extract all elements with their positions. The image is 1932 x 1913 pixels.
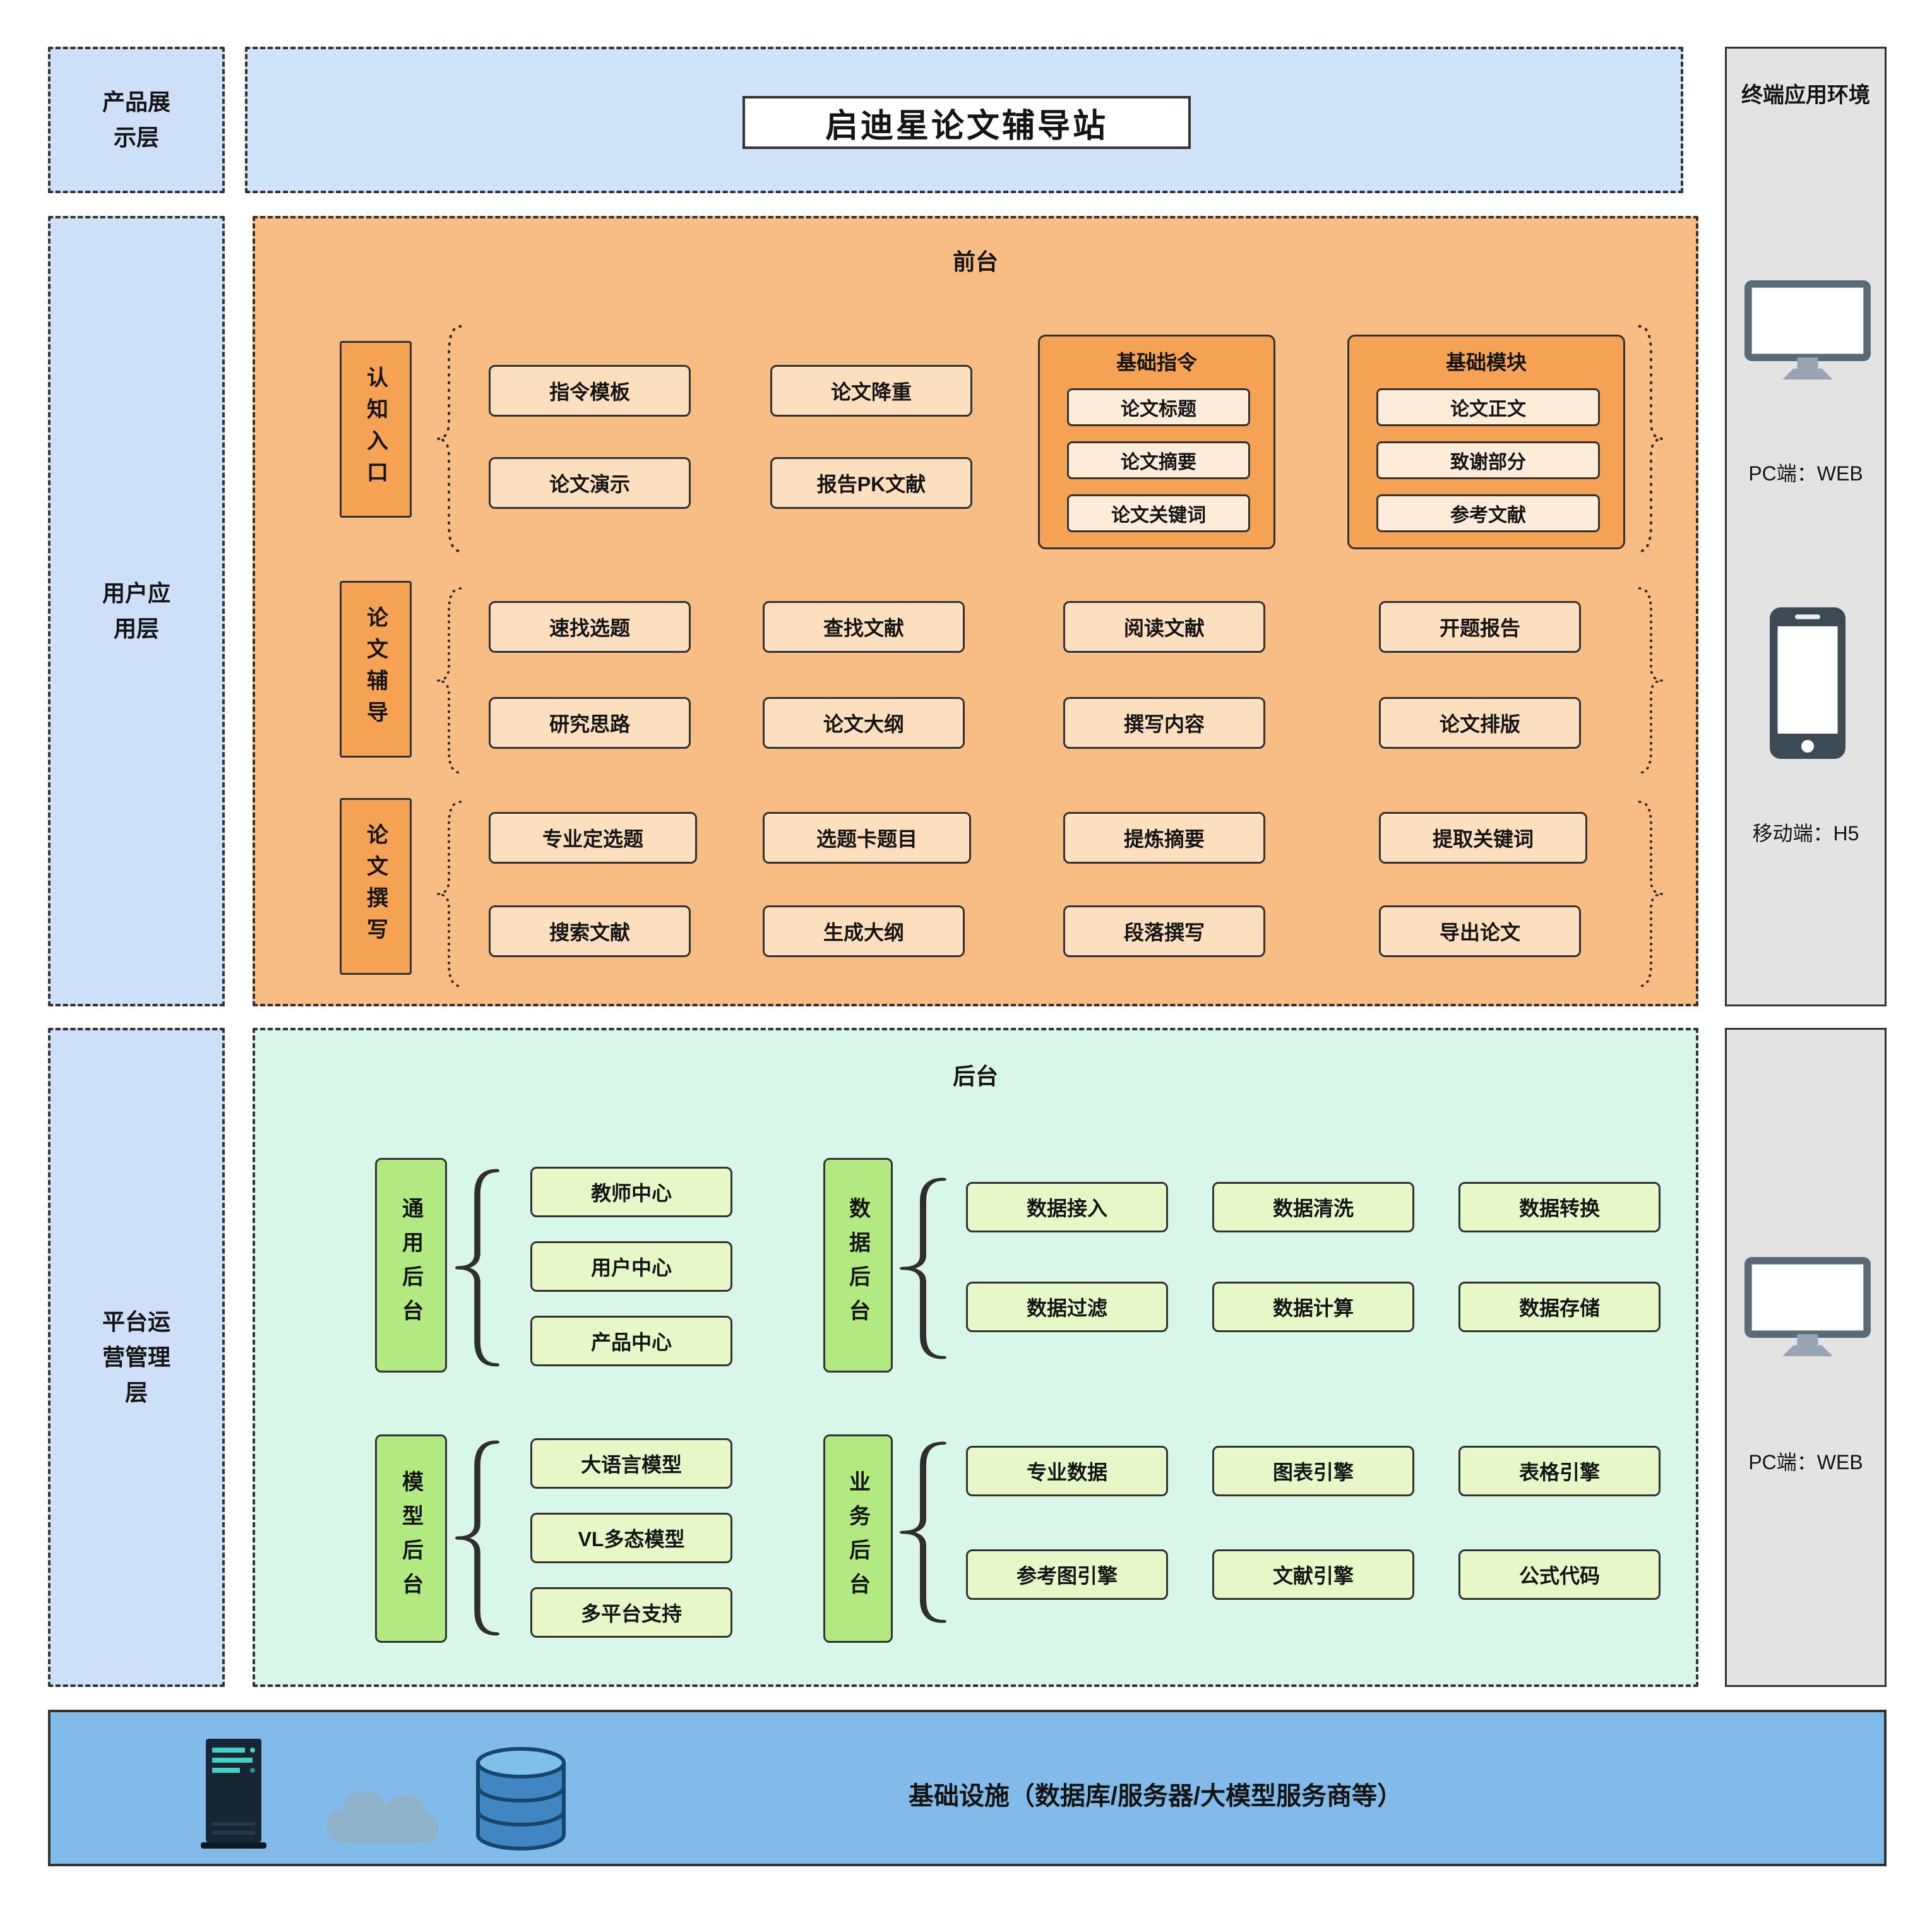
diagram-item: 论文排版 xyxy=(1379,697,1581,749)
diagram-item: 数据存储 xyxy=(1458,1282,1661,1332)
cloud-icon xyxy=(326,1791,439,1844)
group-item: 致谢部分 xyxy=(1376,441,1600,479)
backend-zone: 后台 通用后台 教师中心 用户中心 产品中心 数据后台 数据接入 数据清洗 数据… xyxy=(253,1028,1698,1687)
curly-brace xyxy=(1637,586,1666,775)
diagram-item: 速找选题 xyxy=(489,601,691,653)
group-title: 基础模块 xyxy=(1445,351,1527,374)
diagram-item: 指令模板 xyxy=(489,365,691,417)
curly-brace xyxy=(898,1441,948,1624)
group-basic-commands: 基础指令 论文标题 论文摘要 论文关键词 xyxy=(1038,335,1275,549)
category-label: 认知入口 xyxy=(340,341,412,518)
diagram-item: 生成大纲 xyxy=(763,905,965,957)
mobile-h5-label: 移动端：H5 xyxy=(1752,822,1859,845)
category-label: 模型后台 xyxy=(375,1434,447,1643)
diagram-item: 专业定选题 xyxy=(489,812,697,864)
terminal-env-panel: 终端应用环境 PC端：WEB 移动端：H5 xyxy=(1725,47,1887,1006)
group-item: 论文正文 xyxy=(1376,388,1600,426)
diagram-item: 查找文献 xyxy=(763,601,965,653)
diagram-item: 论文演示 xyxy=(489,457,691,509)
title-band: 启迪星论文辅导站 xyxy=(245,47,1683,193)
diagram-item: 提炼摘要 xyxy=(1063,812,1265,864)
pc-web-label: PC端：WEB xyxy=(1748,1451,1863,1474)
diagram-item: 报告PK文献 xyxy=(770,457,972,509)
diagram-item: 教师中心 xyxy=(530,1167,732,1217)
curly-brace xyxy=(453,1439,501,1636)
group-item: 论文关键词 xyxy=(1067,494,1250,532)
diagram-item: 搜索文献 xyxy=(489,905,691,957)
group-item: 参考文献 xyxy=(1376,494,1600,532)
diagram-item: 选题卡题目 xyxy=(763,812,971,864)
diagram-item: 数据接入 xyxy=(966,1182,1168,1232)
curly-brace xyxy=(434,799,463,989)
diagram-item: 导出论文 xyxy=(1379,905,1581,957)
frontend-zone: 前台 认知入口 指令模板 论文演示 论文降重 报告PK文献 基础指令 论文标题 … xyxy=(253,216,1698,1006)
category-label: 论文辅导 xyxy=(340,581,412,758)
layer-product-display: 产品展 示层 xyxy=(48,47,225,193)
diagram-item: 多平台支持 xyxy=(530,1587,732,1638)
layer-platform-operation: 平台运 营管理 层 xyxy=(48,1028,225,1687)
group-item: 论文摘要 xyxy=(1067,441,1250,479)
terminal-env-panel-bottom: PC端：WEB xyxy=(1725,1028,1887,1687)
curly-brace xyxy=(434,586,463,775)
diagram-item: 文献引擎 xyxy=(1212,1549,1414,1600)
page-title: 启迪星论文辅导站 xyxy=(742,96,1191,149)
layer-label: 产品展 示层 xyxy=(102,89,170,150)
group-title: 基础指令 xyxy=(1116,351,1197,374)
infrastructure-bar: 基础设施（数据库/服务器/大模型服务商等） xyxy=(48,1710,1887,1866)
layer-user-application: 用户应 用层 xyxy=(48,216,225,1006)
pc-web-label: PC端：WEB xyxy=(1748,462,1863,485)
category-label: 通用后台 xyxy=(375,1158,447,1373)
diagram-item: 开题报告 xyxy=(1379,601,1581,653)
diagram-item: 阅读文献 xyxy=(1063,601,1265,653)
category-label: 数据后台 xyxy=(823,1158,893,1373)
backend-zone-title: 后台 xyxy=(952,1063,998,1089)
curly-brace xyxy=(453,1168,501,1368)
monitor-icon xyxy=(1744,1256,1871,1357)
diagram-item: 公式代码 xyxy=(1458,1549,1661,1600)
diagram-item: 论文降重 xyxy=(770,365,972,417)
diagram-item: VL多态模型 xyxy=(530,1513,732,1563)
diagram-item: 参考图引擎 xyxy=(966,1549,1168,1600)
category-label: 业务后台 xyxy=(823,1434,893,1643)
diagram-item: 图表引擎 xyxy=(1212,1446,1414,1496)
group-basic-modules: 基础模块 论文正文 致谢部分 参考文献 xyxy=(1347,335,1625,549)
category-label: 论文撰写 xyxy=(340,798,412,975)
layer-label: 平台运 营管理 层 xyxy=(102,1309,170,1405)
curly-brace xyxy=(1637,799,1666,989)
diagram-item: 提取关键词 xyxy=(1379,812,1587,864)
diagram-item: 专业数据 xyxy=(966,1446,1168,1496)
curly-brace xyxy=(1637,323,1666,554)
diagram-item: 论文大纲 xyxy=(763,697,965,749)
frontend-zone-title: 前台 xyxy=(952,249,998,275)
infrastructure-label: 基础设施（数据库/服务器/大模型服务商等） xyxy=(908,1782,1403,1810)
curly-brace xyxy=(898,1177,948,1360)
diagram-item: 产品中心 xyxy=(530,1316,732,1366)
diagram-item: 段落撰写 xyxy=(1063,905,1265,957)
smartphone-icon xyxy=(1770,607,1846,759)
diagram-item: 数据计算 xyxy=(1212,1282,1414,1332)
env-title: 终端应用环境 xyxy=(1741,83,1870,107)
diagram-item: 数据清洗 xyxy=(1212,1182,1414,1232)
group-item: 论文标题 xyxy=(1067,388,1250,426)
diagram-item: 用户中心 xyxy=(530,1241,732,1292)
diagram-item: 撰写内容 xyxy=(1063,697,1265,749)
diagram-item: 数据过滤 xyxy=(966,1282,1168,1332)
diagram-item: 数据转换 xyxy=(1458,1182,1661,1232)
diagram-item: 表格引擎 xyxy=(1458,1446,1661,1496)
diagram-item: 研究思路 xyxy=(489,697,691,749)
server-icon xyxy=(201,1739,266,1849)
monitor-icon xyxy=(1744,280,1871,380)
diagram-item: 大语言模型 xyxy=(530,1438,732,1489)
database-icon xyxy=(476,1747,566,1850)
curly-brace xyxy=(434,323,463,554)
layer-label: 用户应 用层 xyxy=(102,580,170,641)
